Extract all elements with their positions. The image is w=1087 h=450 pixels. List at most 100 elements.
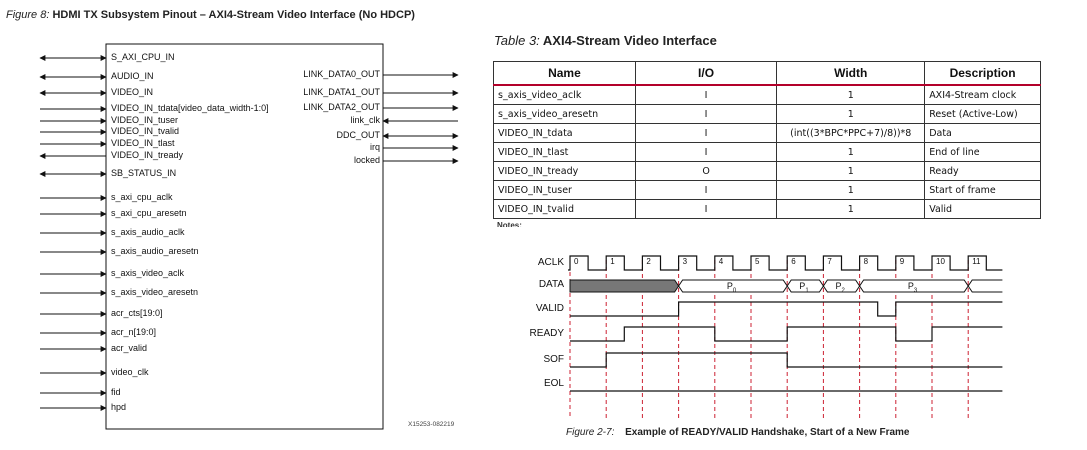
figure8-title: Figure 8: HDMI TX Subsystem Pinout – AXI… xyxy=(6,9,415,21)
cell-name: VIDEO_IN_tlast xyxy=(493,142,636,162)
left-pin-label: VIDEO_IN_tlast xyxy=(111,138,175,148)
cycle-number: 9 xyxy=(899,257,905,266)
signal-label: VALID xyxy=(535,303,564,314)
ready-wave xyxy=(570,326,1003,342)
cell-description: Data xyxy=(924,123,1041,143)
cell-io: I xyxy=(634,84,778,105)
cycle-number: 2 xyxy=(646,257,651,266)
subsystem-block xyxy=(105,43,384,430)
left-pin-label: fid xyxy=(111,387,121,397)
left-pin-label: VIDEO_IN_tuser xyxy=(111,115,179,125)
valid-wave xyxy=(570,301,1003,317)
timing-caption: Figure 2-7: Example of READY/VALID Hands… xyxy=(566,427,909,438)
cell-io: I xyxy=(634,123,778,143)
cell-io: I xyxy=(634,199,778,219)
left-pin-label: AUDIO_IN xyxy=(111,71,154,81)
packet-index: 2 xyxy=(841,287,845,294)
signal-label: EOL xyxy=(543,378,564,389)
aclk-wave xyxy=(568,255,1003,271)
sof-wave xyxy=(570,352,1003,368)
packet-label: P1 xyxy=(799,281,808,294)
left-pin-label: acr_cts[19:0] xyxy=(111,308,163,318)
packet-name: P xyxy=(799,281,806,291)
left-pin-label: acr_n[19:0] xyxy=(111,327,157,337)
right-pin-label: LINK_DATA1_OUT xyxy=(303,87,380,97)
left-pin-label: VIDEO_IN_tdata[video_data_width-1:0] xyxy=(111,103,269,113)
cell-width: 1 xyxy=(776,199,926,219)
table-notes: Notes: xyxy=(497,221,522,227)
pinout-diagram xyxy=(39,43,459,430)
cell-io: I xyxy=(634,142,778,162)
cell-width: (int((3*BPC*PPC+7)/8))*8 xyxy=(776,123,926,143)
cell-name: VIDEO_IN_tdata xyxy=(493,123,636,143)
cell-name: s_axis_video_aresetn xyxy=(493,104,636,124)
cycle-number: 5 xyxy=(755,257,760,266)
timing-caption-text: Example of READY/VALID Handshake, Start … xyxy=(625,427,910,438)
packet-index: 3 xyxy=(913,287,918,294)
cell-description: End of line xyxy=(924,142,1041,162)
signal-label: SOF xyxy=(543,354,564,365)
packet-name: P xyxy=(907,281,914,291)
packet-name: P xyxy=(835,281,842,291)
data-idle-segment xyxy=(569,279,680,293)
cell-name: VIDEO_IN_tuser xyxy=(493,180,636,200)
signal-label: ACLK xyxy=(537,257,564,268)
cell-name: s_axis_video_aclk xyxy=(493,84,636,105)
figure-ref-code: X15253-082219 xyxy=(408,421,455,428)
right-pin-label: link_clk xyxy=(350,115,380,125)
right-pin-arrows xyxy=(382,72,459,164)
timing-diagram xyxy=(568,255,1003,418)
cell-io: I xyxy=(634,180,778,200)
data-next-segment xyxy=(967,279,1003,293)
signal-label: DATA xyxy=(538,279,564,290)
left-pin-label: s_axi_cpu_aclk xyxy=(111,192,173,202)
left-pin-label: hpd xyxy=(111,402,127,412)
table-header-row: Name I/O Width Description xyxy=(493,61,1041,86)
cell-width: 1 xyxy=(776,84,926,105)
cell-name: VIDEO_IN_tvalid xyxy=(493,199,636,219)
packet-index: 0 xyxy=(732,287,737,294)
waveforms xyxy=(568,255,1003,392)
cycle-number: 0 xyxy=(574,257,579,266)
col-name-header: Name xyxy=(493,61,636,86)
cell-width: 1 xyxy=(776,104,926,124)
left-pin-label: VIDEO_IN xyxy=(111,87,154,97)
packet-index: 1 xyxy=(805,287,809,294)
left-pin-label: video_clk xyxy=(111,367,149,377)
packet-label: P2 xyxy=(836,281,845,294)
right-pin-label: locked xyxy=(353,155,380,165)
col-width-header: Width xyxy=(776,61,926,86)
cell-description: Valid xyxy=(924,199,1041,219)
cycle-number: 4 xyxy=(718,257,724,266)
left-pin-arrows xyxy=(39,55,107,411)
axi-stream-table: Name I/O Width Description s_axis_video_… xyxy=(493,61,1041,219)
right-pin-label: DDC_OUT xyxy=(336,130,380,140)
table3-title-text: AXI4-Stream Video Interface xyxy=(542,33,717,48)
cycle-number: 10 xyxy=(936,257,945,266)
left-pin-label: s_axis_video_aclk xyxy=(111,268,185,278)
cycle-number: 8 xyxy=(863,257,869,266)
cell-width: 1 xyxy=(776,142,926,162)
cell-description: Start of frame xyxy=(924,180,1041,200)
signal-label: READY xyxy=(529,328,564,339)
cell-io: O xyxy=(634,161,778,181)
packet-label: P0 xyxy=(727,281,736,294)
packet-label: P3 xyxy=(908,281,917,294)
left-pin-label: s_axi_cpu_aresetn xyxy=(111,208,187,218)
cell-description: AXI4-Stream clock xyxy=(924,84,1041,105)
table3-label: Table 3: xyxy=(494,33,540,48)
left-pin-label: s_axis_audio_aresetn xyxy=(111,246,199,256)
left-pin-label: s_axis_audio_aclk xyxy=(111,227,185,237)
cell-name: VIDEO_IN_tready xyxy=(493,161,636,181)
cell-width: 1 xyxy=(776,161,926,181)
left-pin-label: VIDEO_IN_tready xyxy=(111,150,184,160)
cycle-number: 11 xyxy=(972,257,981,266)
col-io-header: I/O xyxy=(634,61,778,86)
table3-title: Table 3: AXI4-Stream Video Interface xyxy=(494,33,717,48)
right-pin-label: LINK_DATA0_OUT xyxy=(303,69,380,79)
